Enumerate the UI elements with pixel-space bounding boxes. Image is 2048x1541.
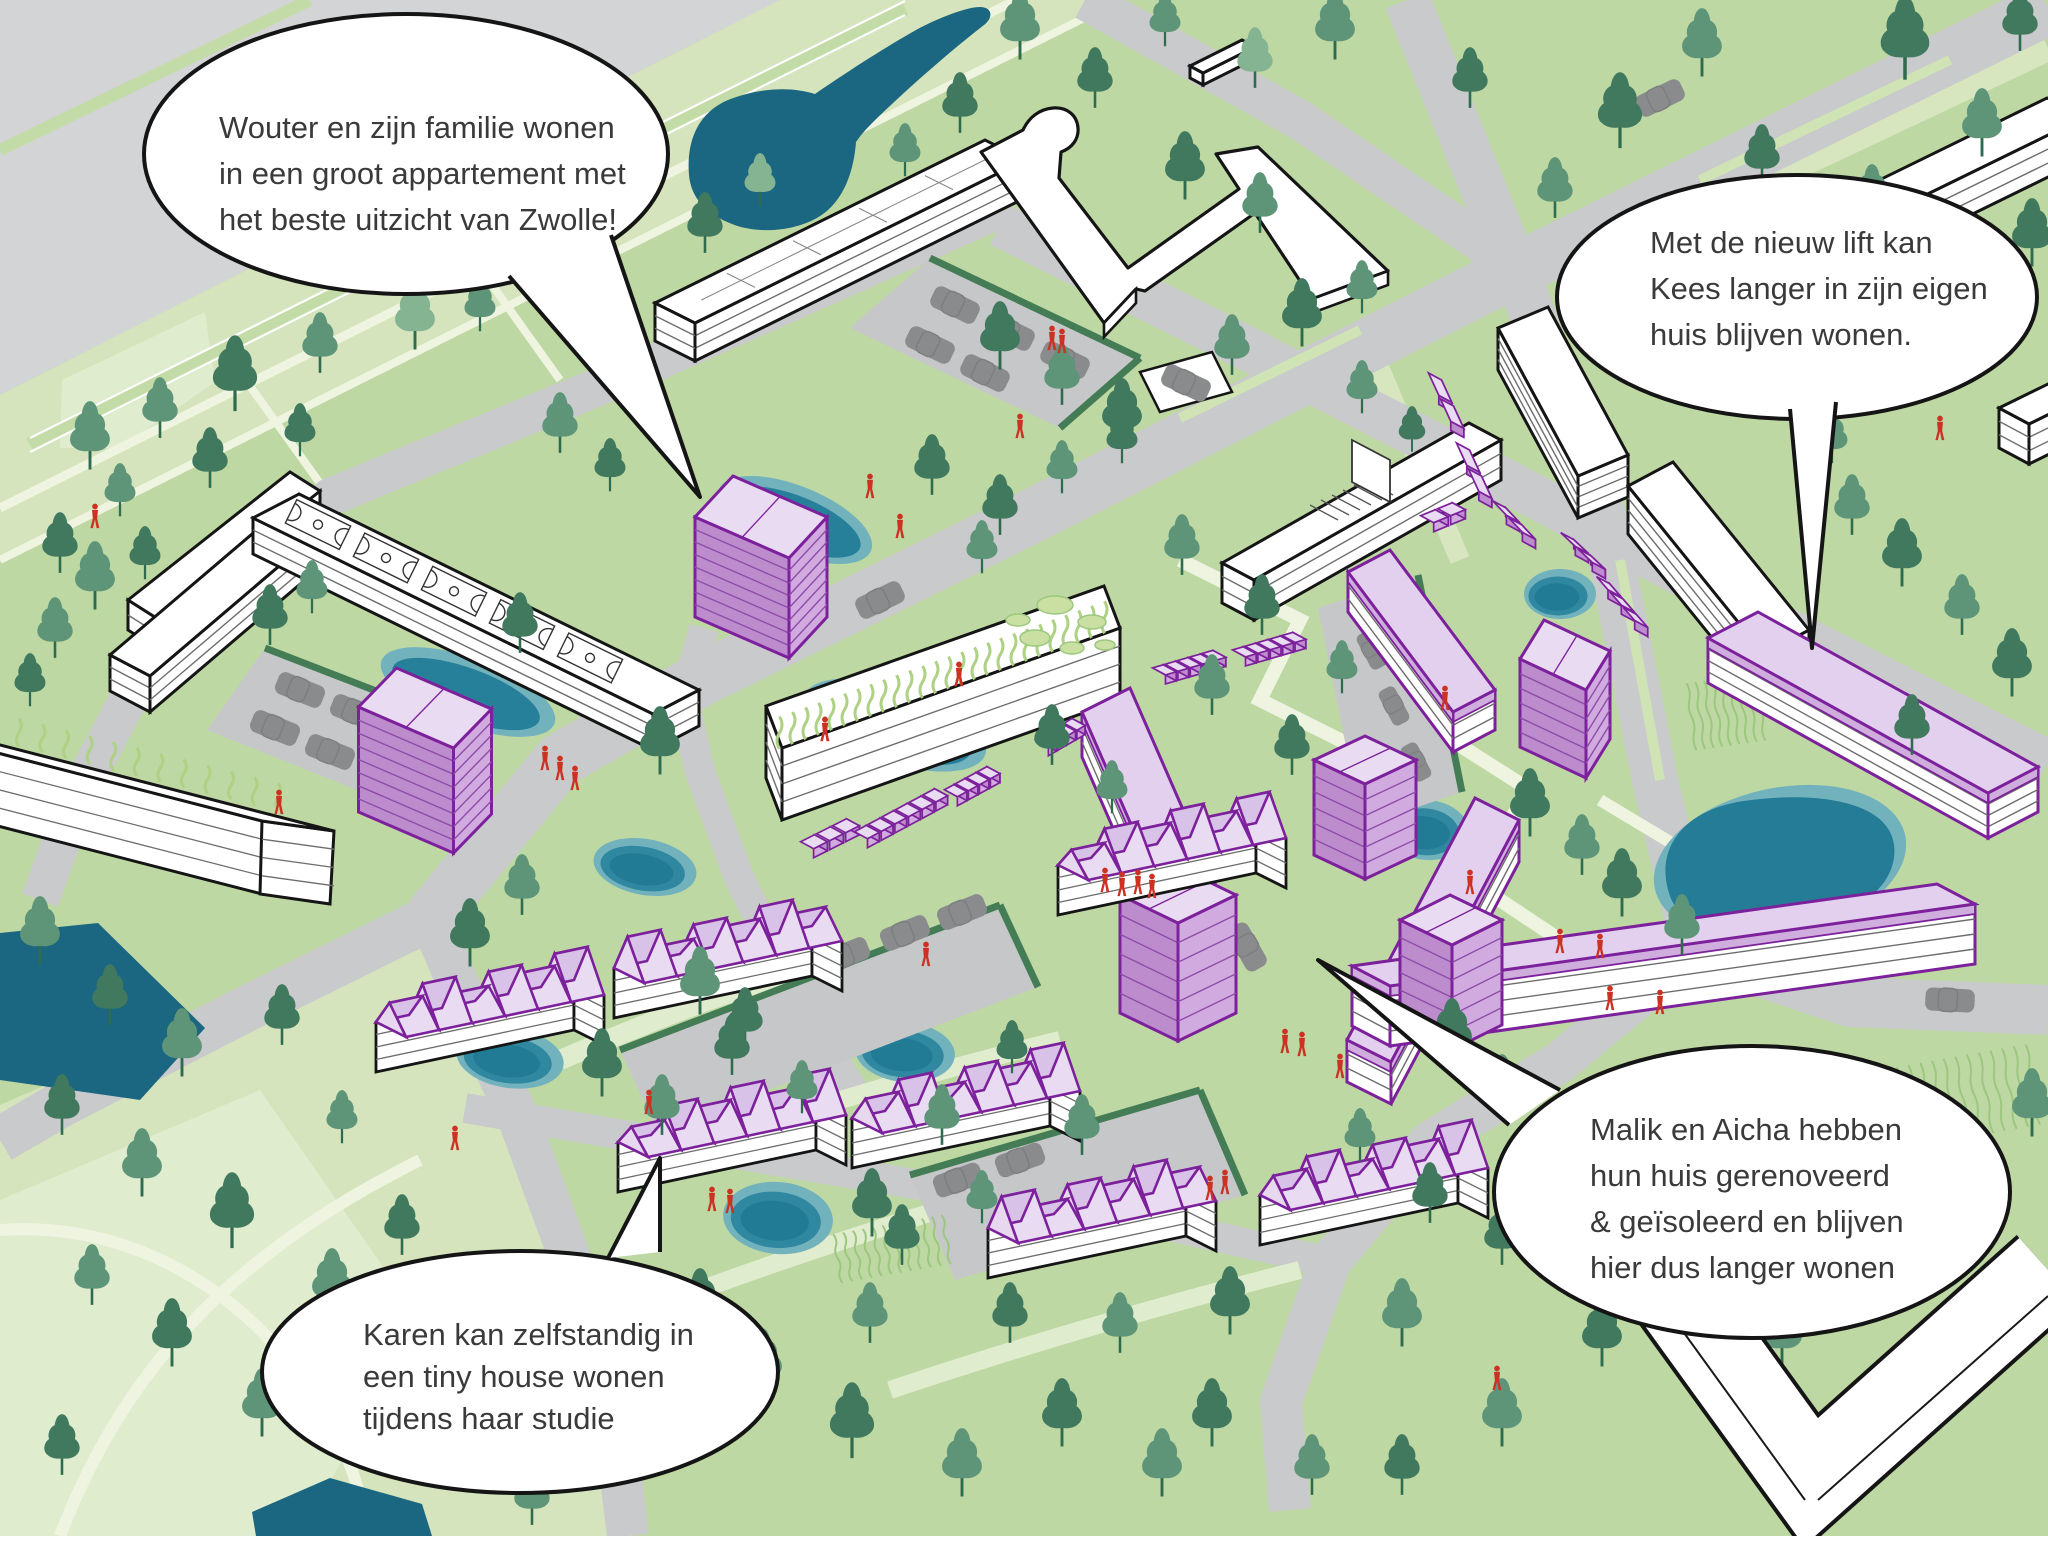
svg-text:Wouter en zijn familie wonenin: Wouter en zijn familie wonenin een groot… bbox=[219, 110, 626, 237]
svg-text:Met de nieuw lift kanKees lang: Met de nieuw lift kanKees langer in zijn… bbox=[1650, 225, 1988, 352]
svg-text:Malik en Aicha hebbenhun huis: Malik en Aicha hebbenhun huis gerenoveer… bbox=[1590, 1112, 1904, 1285]
svg-text:Karen kan zelfstandig ineen ti: Karen kan zelfstandig ineen tiny house w… bbox=[363, 1317, 694, 1436]
